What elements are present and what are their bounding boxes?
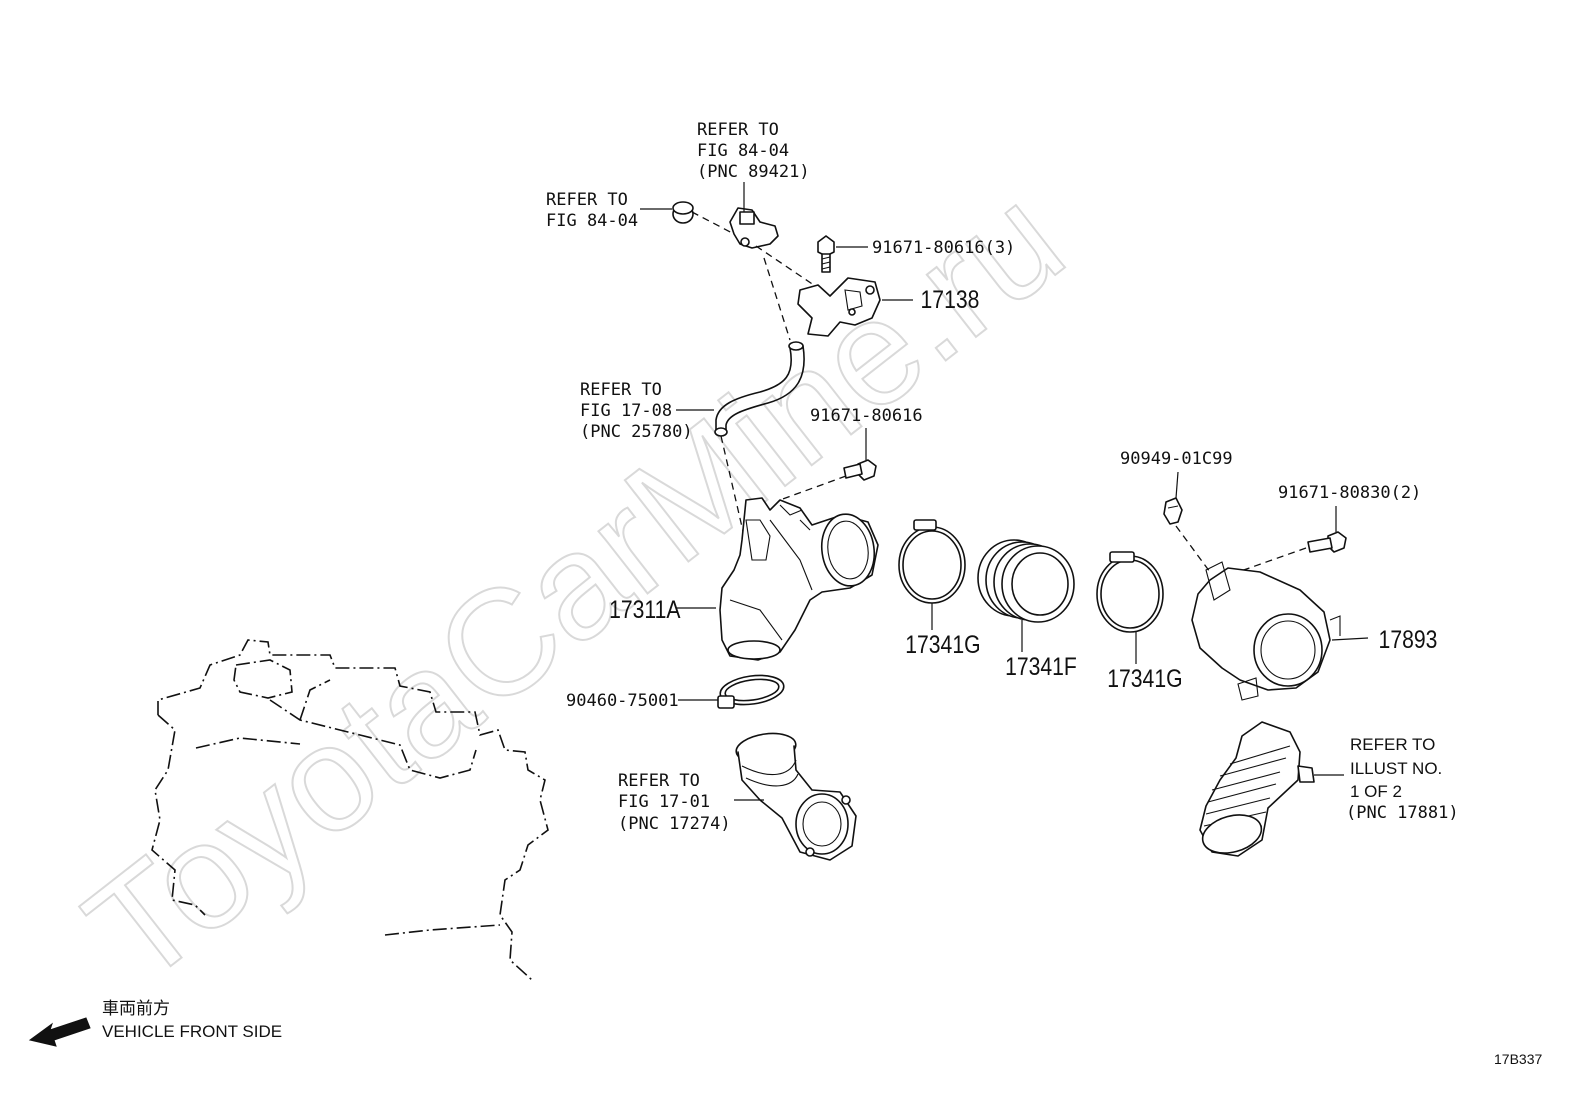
clip-part (1163, 497, 1183, 525)
bolt-single-part (843, 459, 877, 481)
sensor-part (729, 207, 779, 249)
callout-adapter-line2: FIG 17-01 (618, 792, 710, 812)
air-intake-pipe-part (719, 497, 879, 661)
part-number-resonator: 17893 (1379, 625, 1438, 653)
throttle-adapter-part (735, 732, 857, 861)
orientation-japanese: 車両前方 (102, 999, 170, 1018)
leader-resonator (1331, 637, 1369, 641)
engine-outline (151, 639, 549, 981)
callout-bellows-line3: 1 OF 2 (1350, 782, 1402, 801)
part-number-bolt-2: 91671-80830(2) (1278, 483, 1421, 503)
callout-sensor-line2: FIG 84-04 (697, 141, 789, 161)
callout-hose-line3: (PNC 25780) (580, 422, 693, 442)
orientation-english: VEHICLE FRONT SIDE (102, 1022, 282, 1041)
part-number-bracket: 17138 (921, 285, 980, 313)
callout-hose-line1: REFER TO (580, 380, 662, 400)
dash-bolt-resonator (1237, 547, 1307, 573)
dash-clip-resonator (1175, 525, 1211, 573)
clamp-left-part (898, 519, 966, 604)
callout-bellows-line1: REFER TO (1350, 735, 1435, 754)
bellows-hose-part (1199, 721, 1315, 857)
dash-hose-pipe (720, 435, 746, 541)
callout-grommet-line2: FIG 84-04 (546, 211, 638, 231)
bracket-part (797, 277, 881, 337)
grommet-part (672, 201, 694, 224)
part-number-bolt-single: 91671-80616 (810, 406, 923, 426)
resonator-part (1191, 561, 1341, 701)
dash-sensor-hose (763, 257, 791, 341)
part-number-hose: 17341F (1005, 652, 1077, 680)
part-number-clamp-left: 17341G (905, 630, 980, 658)
callout-hose-line2: FIG 17-08 (580, 401, 672, 421)
part-number-clamp-right: 17341G (1107, 664, 1182, 692)
illustration-code: 17B337 (1494, 1051, 1542, 1067)
part-number-clip: 90949-01C99 (1120, 449, 1233, 469)
hose-clamp-part (717, 674, 785, 709)
bolt-part (817, 235, 835, 273)
callout-adapter-line1: REFER TO (618, 771, 700, 791)
callout-sensor-line3: (PNC 89421) (697, 162, 810, 182)
callout-adapter-line3: (PNC 17274) (618, 814, 731, 834)
part-number-hose-clamp: 90460-75001 (566, 691, 679, 711)
callout-bellows-line2: ILLUST NO. (1350, 759, 1442, 778)
callout-bellows-line4: (PNC 17881) (1346, 803, 1459, 823)
leader-clip (1175, 471, 1179, 499)
vacuum-hose-part (714, 341, 805, 437)
dash-grommet-sensor (691, 211, 739, 237)
callout-grommet-line1: REFER TO (546, 190, 628, 210)
part-number-intake-pipe: 17311A (609, 595, 681, 623)
bolt-2-part (1307, 531, 1347, 553)
dash-sensor-bracket (755, 245, 837, 301)
clamp-right-part (1096, 551, 1164, 633)
part-number-bolt-3: 91671-80616(3) (872, 238, 1015, 258)
callout-sensor-line1: REFER TO (697, 120, 779, 140)
air-hose-part (977, 539, 1075, 623)
front-direction-arrow (28, 1017, 91, 1047)
